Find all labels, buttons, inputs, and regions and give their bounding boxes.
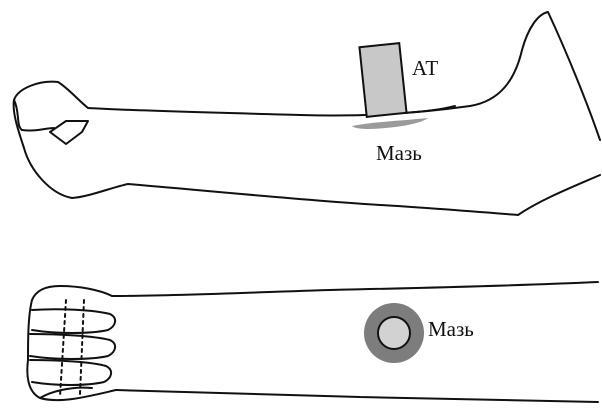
bottom-knuckle-lines [60,300,84,396]
bottom-finger-3 [30,360,111,385]
top-fist-outline [14,82,88,198]
ointment-label-bottom: Мазь [428,319,474,340]
applicator-label: АТ [412,58,438,79]
bottom-arm-underside [116,390,598,402]
applicator-pad [359,43,406,117]
bottom-finger-2 [30,334,115,359]
bottom-finger-1 [32,309,115,333]
ointment-center [378,317,410,349]
top-fist-thumb [50,121,88,144]
top-arm-underside [72,175,600,215]
ointment-smear-top [352,118,428,129]
bottom-arm-outline [112,282,598,296]
top-fist-knuckle [14,100,54,131]
ointment-label-top: Мазь [376,143,422,164]
top-arm-outline [88,12,600,140]
